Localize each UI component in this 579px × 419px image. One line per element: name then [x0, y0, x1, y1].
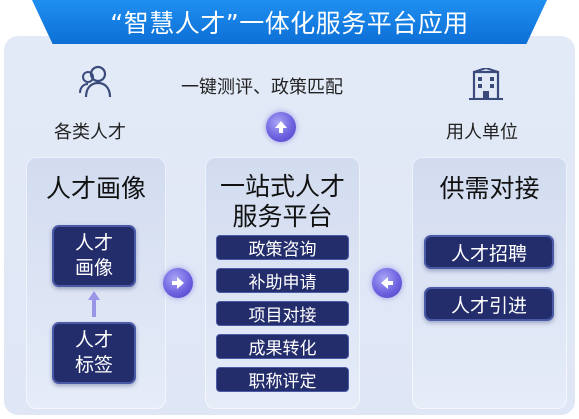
page-title: “智慧人才”一体化服务平台应用 [32, 0, 547, 44]
talent-portrait-line1: 人才 [74, 232, 113, 254]
service-project-matching: 项目对接 [216, 301, 349, 326]
service-achievement-transfer: 成果转化 [216, 334, 349, 359]
top-right-label: 用人单位 [446, 122, 518, 143]
top-left-label: 各类人才 [54, 122, 126, 143]
talent-profile-title: 人才画像 [45, 174, 146, 203]
talent-introduction-box: 人才引进 [424, 287, 554, 321]
left-arrow-icon [372, 268, 402, 298]
one-stop-title-line2: 服务平台 [232, 202, 333, 231]
talent-tags-line1: 人才 [74, 329, 113, 351]
talent-tags-line2: 标签 [74, 354, 113, 376]
talent-tags-box: 人才 标签 [52, 322, 136, 384]
top-center-label: 一键测评、政策匹配 [181, 77, 343, 98]
building-icon [468, 66, 504, 104]
service-policy-consult: 政策咨询 [216, 235, 349, 260]
service-title-evaluation: 职称评定 [216, 367, 349, 392]
service-subsidy-application: 补助申请 [216, 268, 349, 293]
right-arrow-icon [163, 268, 193, 298]
supply-demand-panel: 供需对接 [412, 157, 567, 409]
talent-portrait-line2: 画像 [74, 257, 113, 279]
people-icon [78, 65, 114, 103]
talent-recruitment-box: 人才招聘 [424, 235, 554, 269]
up-arrow-icon [266, 112, 296, 142]
up-arrow-connector-icon [86, 289, 102, 323]
supply-demand-title: 供需对接 [439, 174, 540, 203]
one-stop-title-line1: 一站式人才 [219, 172, 345, 201]
talent-portrait-box: 人才 画像 [52, 225, 136, 287]
